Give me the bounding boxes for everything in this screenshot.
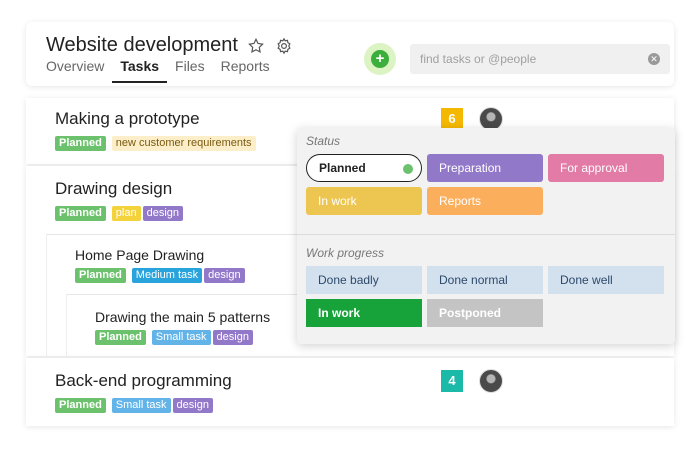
tab-reports[interactable]: Reports: [220, 58, 270, 74]
task-tags: Planned Small task design: [55, 398, 215, 413]
avatar[interactable]: [479, 369, 503, 393]
status-option-planned[interactable]: Planned: [306, 154, 422, 182]
status-option-in-work[interactable]: In work: [306, 187, 422, 215]
task-title[interactable]: Making a prototype: [55, 109, 200, 128]
tab-files[interactable]: Files: [175, 58, 205, 74]
progress-section-label: Work progress: [306, 246, 385, 260]
tag-label[interactable]: new customer requirements: [111, 136, 256, 151]
comment-count-badge: 6: [441, 108, 463, 130]
task-title[interactable]: Drawing design: [55, 179, 173, 198]
star-icon[interactable]: [246, 36, 266, 56]
subtask-title[interactable]: Home Page Drawing: [75, 247, 205, 263]
progress-option-done-badly[interactable]: Done badly: [306, 266, 422, 294]
status-badge[interactable]: Planned: [55, 206, 106, 221]
status-badge[interactable]: Planned: [75, 268, 126, 283]
task-tags: Planned plan design: [55, 206, 185, 221]
status-option-reports[interactable]: Reports: [427, 187, 543, 215]
status-badge[interactable]: Planned: [95, 330, 146, 345]
project-title: Website development: [46, 34, 238, 56]
plus-icon: +: [371, 50, 389, 68]
tab-overview[interactable]: Overview: [46, 58, 105, 74]
task-tags: Planned new customer requirements: [55, 136, 258, 151]
project-header: Website development Overview Tasks Files…: [26, 22, 674, 86]
progress-option-done-normal[interactable]: Done normal: [427, 266, 543, 294]
tag-label[interactable]: design: [204, 268, 245, 283]
tag-label[interactable]: design: [172, 398, 213, 413]
search-box: ✕: [410, 44, 670, 74]
task-card[interactable]: Back-end programming Planned Small task …: [26, 358, 674, 426]
status-dropdown: Status Planned Preparation For approval …: [297, 128, 675, 344]
subtask-guide: [66, 294, 67, 356]
task-title[interactable]: Back-end programming: [55, 371, 232, 390]
avatar[interactable]: [479, 107, 503, 131]
option-label: Planned: [319, 161, 366, 175]
progress-option-in-work[interactable]: In work: [306, 299, 422, 327]
selected-dot-icon: [403, 164, 413, 174]
clear-search-icon[interactable]: ✕: [648, 53, 660, 65]
tag-label[interactable]: Medium task: [131, 268, 203, 283]
subtask-guide: [46, 234, 47, 356]
progress-option-done-well[interactable]: Done well: [548, 266, 664, 294]
status-section-label: Status: [306, 134, 341, 148]
tag-label[interactable]: design: [142, 206, 184, 221]
panel-divider: [297, 234, 675, 235]
project-tabs: Overview Tasks Files Reports: [46, 58, 286, 83]
tag-label[interactable]: plan: [111, 206, 141, 221]
progress-option-postponed[interactable]: Postponed: [427, 299, 543, 327]
status-badge[interactable]: Planned: [55, 398, 106, 413]
tag-label[interactable]: Small task: [111, 398, 171, 413]
search-input[interactable]: [420, 52, 648, 66]
gear-icon[interactable]: [274, 36, 294, 56]
status-badge[interactable]: Planned: [55, 136, 106, 151]
status-option-preparation[interactable]: Preparation: [427, 154, 543, 182]
tag-label[interactable]: Small task: [151, 330, 211, 345]
tab-tasks[interactable]: Tasks: [112, 58, 168, 83]
tag-label[interactable]: design: [212, 330, 253, 345]
task-tags: Planned Small task design: [95, 330, 255, 345]
task-tags: Planned Medium task design: [75, 268, 247, 283]
add-task-button[interactable]: +: [364, 43, 396, 75]
subtask-title[interactable]: Drawing the main 5 patterns: [95, 309, 271, 325]
status-option-for-approval[interactable]: For approval: [548, 154, 664, 182]
project-title-row: Website development: [46, 34, 294, 57]
comment-count-badge: 4: [441, 370, 463, 392]
